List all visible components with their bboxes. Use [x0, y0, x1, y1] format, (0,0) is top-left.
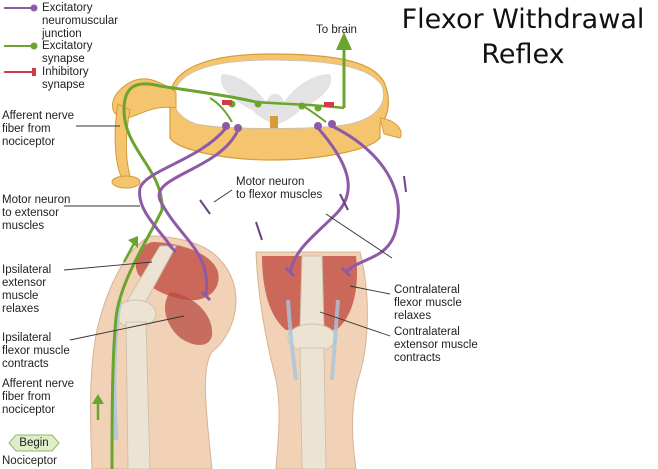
- legend-excitatory-nmj-label: Excitatory neuromuscular junction: [42, 2, 119, 40]
- motor-fiber-arrow-2: [255, 221, 263, 241]
- legend-icons: [4, 4, 38, 76]
- page-title: Flexor Withdrawal Reflex: [401, 4, 645, 70]
- legend-excitatory-synapse-label: Excitatory synapse: [42, 40, 93, 65]
- leader-ipsi-flexor: [69, 315, 185, 341]
- motor-soma-3: [314, 122, 322, 130]
- begin-shape-icon: [8, 434, 60, 452]
- ipsilateral-tibia: [125, 321, 151, 469]
- to-brain-label: To brain: [316, 24, 357, 36]
- red-bar-line-icon: [32, 68, 36, 76]
- neural-pathways: [110, 32, 407, 469]
- contralateral-motor-fiber-2: [331, 124, 400, 274]
- motor-fiber-arrow-4: [403, 175, 407, 193]
- synapse-green-3: [298, 102, 306, 110]
- ipsilateral-flexor-muscle: [164, 292, 213, 346]
- spinal-cord-gray-matter: [220, 74, 332, 124]
- leader-motor-flexor: [213, 189, 233, 203]
- nociceptor-label: Nociceptor: [2, 455, 57, 467]
- ipsi-extensor-label: Ipsilateral extensor muscle relaxes: [2, 264, 52, 315]
- synapse-green-4: [314, 104, 322, 112]
- leader-contra-flexor: [349, 285, 391, 295]
- afferent-top-label: Afferent nerve fiber from nociceptor: [2, 110, 75, 148]
- nmj-2: [200, 290, 212, 302]
- legend-inhibitory-synapse-label: Inhibitory synapse: [42, 66, 89, 91]
- contra-extensor-label: Contralateral extensor muscle contracts: [394, 326, 478, 364]
- nerve-end: [111, 175, 141, 189]
- afferent-branch-left: [209, 97, 233, 123]
- afferent-arrows: [92, 236, 138, 420]
- synapse-red-2: [324, 102, 334, 107]
- motor-soma-2: [234, 124, 242, 132]
- leader-ipsi-extensor: [63, 261, 153, 271]
- contra-flexor-label: Contralateral flexor muscle relaxes: [394, 284, 462, 322]
- motor-neuron-flexor-fiber: [157, 129, 240, 297]
- up-arrow-head-icon: [128, 236, 138, 248]
- synapse-red-1: [222, 100, 232, 105]
- contralateral-femur: [299, 255, 325, 331]
- green-dot-line-icon: [30, 42, 38, 50]
- nmj-1: [166, 242, 178, 254]
- leader-lines: [63, 125, 393, 341]
- begin-label: Begin: [19, 437, 49, 449]
- up-arrow-head-icon-2: [92, 394, 104, 404]
- motor-soma-1: [222, 122, 230, 130]
- motor-fiber-arrow-1: [199, 199, 211, 215]
- central-canal: [270, 116, 278, 128]
- nmj-3: [284, 266, 296, 278]
- to-brain-arrowhead: [336, 32, 352, 50]
- afferent-fiber: [110, 82, 257, 469]
- synapse-green-2: [254, 100, 262, 108]
- ipsi-flexor-label: Ipsilateral flexor muscle contracts: [2, 332, 70, 370]
- nmj-4: [340, 266, 352, 278]
- motor-extensor-label: Motor neuron to extensor muscles: [2, 194, 71, 232]
- purple-dot-line-icon: [30, 4, 38, 12]
- begin-badge: Begin: [8, 434, 60, 452]
- motor-fiber-arrow-3: [339, 193, 349, 211]
- afferent-bottom-label: Afferent nerve fiber from nociceptor: [2, 378, 75, 416]
- contralateral-tibia: [299, 347, 327, 469]
- contralateral-tendon: [286, 299, 298, 381]
- motor-neuron-extensor-fiber: [138, 127, 228, 249]
- leader-contra-extensor: [319, 311, 391, 337]
- leader-right-top: [325, 213, 393, 259]
- dorsal-root: [111, 78, 177, 119]
- motor-soma-4: [328, 120, 336, 128]
- contralateral-motor-fiber-1: [288, 127, 350, 273]
- spinal-cord: [111, 53, 402, 189]
- contralateral-leg: [255, 251, 368, 469]
- right-nerve-stub: [379, 117, 402, 139]
- motor-flexor-label: Motor neuron to flexor muscles: [236, 176, 323, 201]
- contralateral-tendon-2: [330, 299, 340, 381]
